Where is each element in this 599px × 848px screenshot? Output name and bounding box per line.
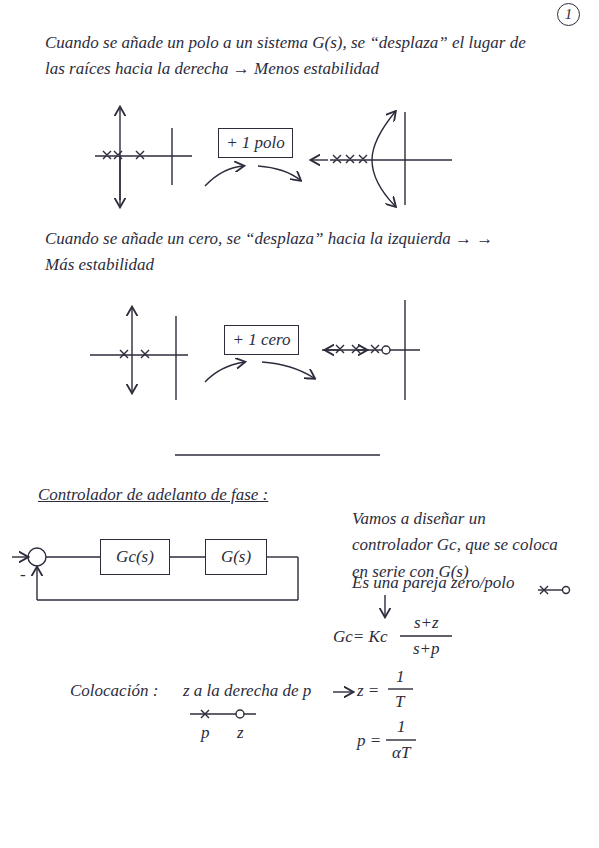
node-text: Gc(s) bbox=[116, 547, 154, 567]
numerator: 1 bbox=[397, 714, 406, 740]
denominator: αT bbox=[392, 740, 410, 766]
numerator: 1 bbox=[396, 664, 405, 690]
controller-block: Gc(s) bbox=[100, 539, 170, 575]
pole-label: p bbox=[201, 720, 210, 746]
plant-block: G(s) bbox=[205, 539, 267, 575]
page-number: 1 bbox=[557, 3, 580, 26]
node-text: 1 bbox=[565, 6, 573, 23]
process-box: + 1 polo bbox=[218, 128, 293, 158]
minus-sign: - bbox=[20, 562, 26, 588]
numerator: s+z bbox=[414, 610, 439, 636]
note-text: Cuando se añade un polo a un sistema G(s… bbox=[45, 30, 545, 83]
denominator: s+p bbox=[413, 636, 440, 662]
note-text: Es una pareja zero/polo bbox=[352, 570, 515, 596]
note-text: Cuando se añade un cero, se “desplaza” h… bbox=[45, 226, 515, 279]
formula-text: z = bbox=[357, 678, 379, 704]
zero-label: z bbox=[237, 720, 244, 746]
note-text: z a la derecha de p bbox=[183, 678, 311, 704]
section-heading: Controlador de adelanto de fase : bbox=[38, 482, 268, 508]
formula-text: p = bbox=[357, 728, 381, 754]
node-text: + 1 polo bbox=[226, 133, 285, 153]
node-text: G(s) bbox=[221, 547, 251, 567]
node-text: + 1 cero bbox=[232, 330, 290, 350]
formula-text: Gc= Kc bbox=[333, 624, 387, 650]
section-heading: Colocación : bbox=[70, 678, 158, 704]
signal-line bbox=[170, 557, 205, 558]
denominator: T bbox=[395, 689, 404, 715]
process-box: + 1 cero bbox=[224, 325, 299, 355]
